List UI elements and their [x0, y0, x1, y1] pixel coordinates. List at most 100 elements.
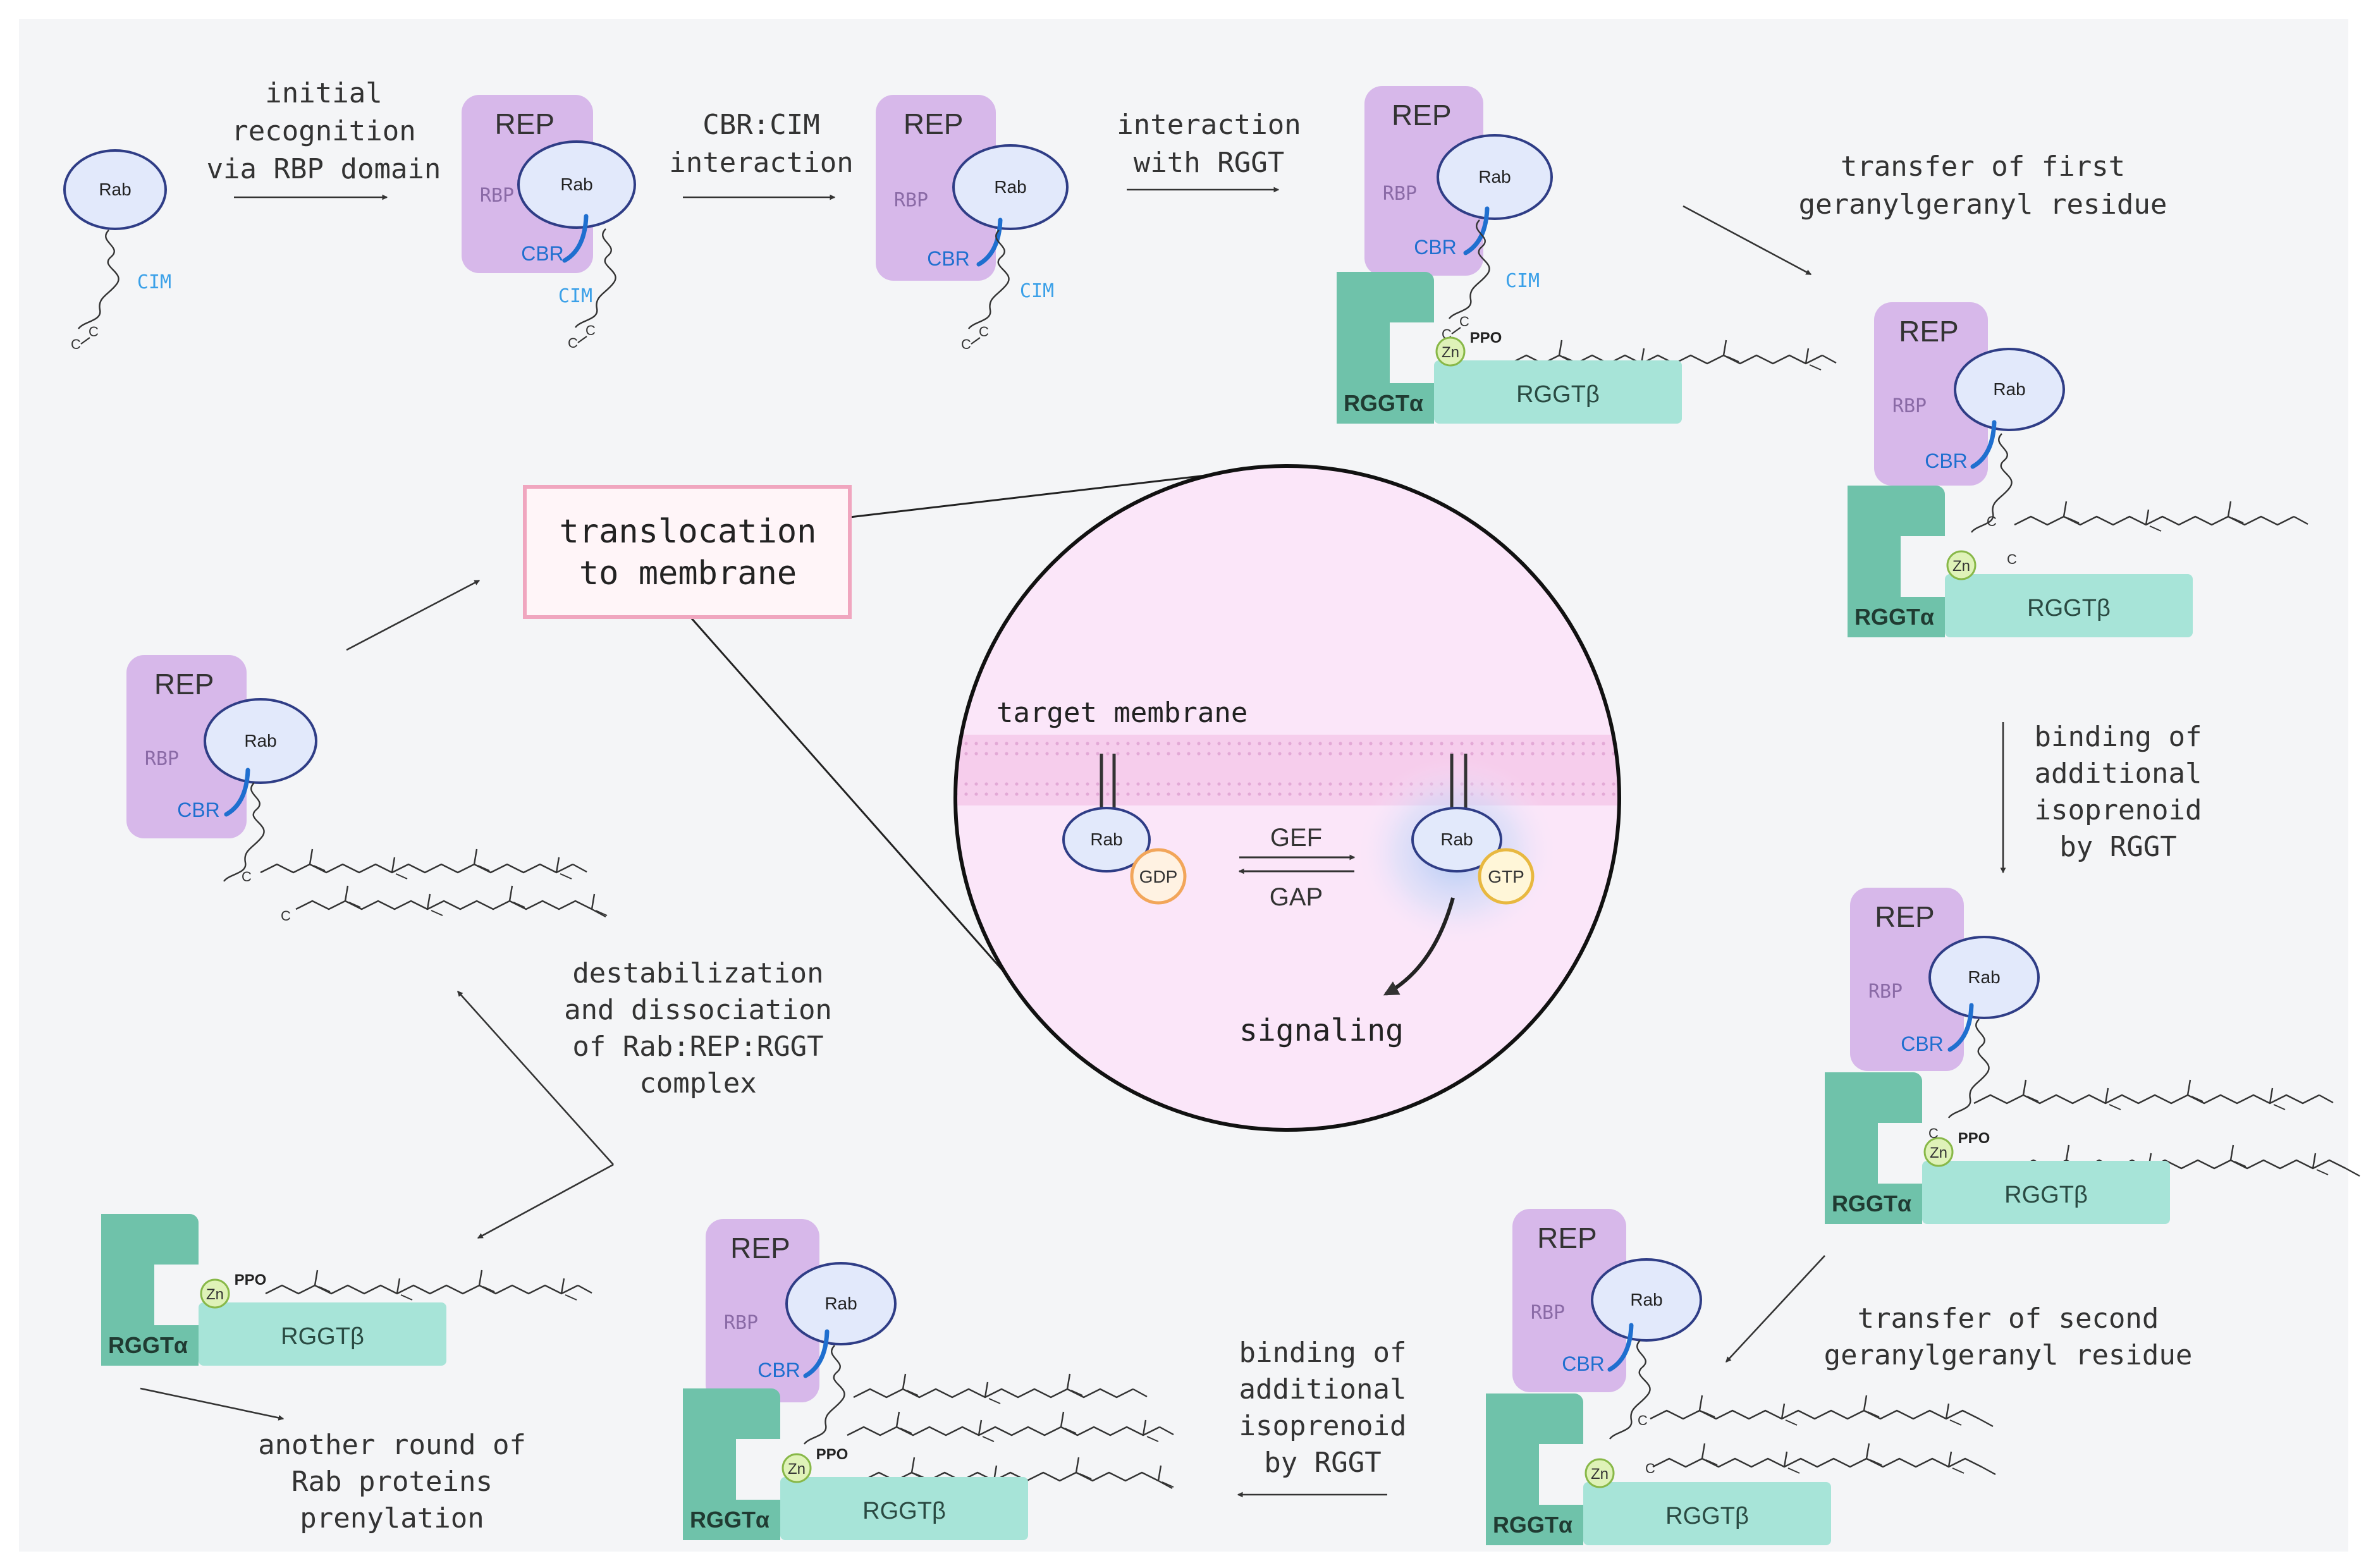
stage10-tail: [223, 782, 265, 882]
rab-protein: [204, 698, 317, 784]
chain-terminal: [591, 908, 606, 918]
stage9-chain: [265, 1270, 592, 1301]
label-transfer-second-line: geranylgeranyl residue: [1824, 1339, 2193, 1371]
rggt-alpha-label: RGGTα: [1854, 604, 1934, 630]
stage7-cbr-label: CBR: [1562, 1352, 1605, 1375]
stage7-c1: C: [1638, 1412, 1648, 1428]
rggt-beta-subunit: [1945, 574, 2193, 637]
rbp-label: RBP: [894, 189, 928, 211]
gtp-label: GTP: [1488, 867, 1524, 886]
chain-double-bond: [1787, 1467, 1800, 1474]
chain-methyl-branch: [2063, 501, 2068, 517]
chain-terminal: [1978, 1418, 1994, 1428]
label-binding-additional-1-line: isoprenoid: [2035, 794, 2202, 826]
membrane-outer-leaflet: [955, 737, 1619, 757]
cbr-domain: [1947, 1003, 1974, 1052]
label-binding-additional-1-line: binding of: [2035, 721, 2202, 753]
cbr-domain: [803, 1329, 830, 1378]
stage1-tail: CC: [71, 230, 120, 352]
rab-tail: [1971, 433, 2013, 533]
label-interaction-with-rggt: interaction with RGGT: [1117, 109, 1301, 179]
label-another-round-line: Rab proteins: [291, 1466, 493, 1498]
chain-double-bond: [1703, 1411, 1715, 1418]
chain-double-bond: [1727, 356, 1739, 362]
chain-methyl-branch: [1075, 1457, 1080, 1473]
signaling-arrow: [1383, 897, 1455, 996]
stage2-tail: CC: [568, 228, 616, 351]
rab-protein: [1411, 807, 1502, 873]
label-initial-recognition-line: via RBP domain: [207, 153, 441, 185]
zinc-ion: [782, 1453, 812, 1483]
zinc-ion: [1946, 550, 1977, 580]
stage3-tail: CC: [961, 230, 1010, 352]
rep-label: REP: [1899, 315, 1959, 348]
rggt-alpha-label: RGGTα: [108, 1332, 188, 1358]
rab-protein: [1928, 936, 2040, 1019]
translocation-box: [523, 485, 852, 619]
rbp-label: RBP: [1383, 183, 1417, 205]
chain-methyl-branch: [2312, 1153, 2317, 1169]
rab-tail: [575, 228, 616, 328]
label-interaction-with-rggt-line: interaction: [1117, 109, 1301, 141]
chain-methyl-branch: [984, 1381, 989, 1398]
rep-label: REP: [1875, 900, 1935, 933]
label-cbr-cim-interaction-line: interaction: [669, 147, 853, 179]
stage1-rab: Rab: [63, 149, 167, 230]
chain-double-bond: [395, 873, 408, 879]
label-transfer-first-line: transfer of first: [1841, 150, 2125, 183]
stage7-c2: C: [1645, 1461, 1655, 1476]
chain-methyl-branch: [978, 1419, 983, 1436]
c-terminus-2: C: [1459, 314, 1469, 329]
stage8-chain-2: [847, 1411, 1174, 1442]
label-destabilization-line: complex: [639, 1067, 756, 1099]
label-binding-additional-2-line: binding of: [1239, 1337, 1407, 1369]
rggt-alpha-subunit: [101, 1214, 199, 1366]
c-terminus-2: C: [585, 322, 596, 338]
rggt-alpha-subunit: [683, 1388, 780, 1540]
stage5-c2: C: [2007, 551, 2017, 567]
chain-methyl-branch: [473, 848, 478, 865]
chain-backbone: [853, 1388, 1134, 1399]
stage7-tail: [1609, 1340, 1651, 1440]
stage8-rab: Rab: [785, 1262, 897, 1345]
chain-double-bond: [1785, 1419, 1798, 1426]
rggt-beta-label: RGGTβ: [2004, 1182, 2088, 1208]
stage4-cbr-label: CBR: [1414, 236, 1457, 259]
chain-methyl-branch: [1066, 1373, 1071, 1390]
signaling-label: signaling: [1239, 1013, 1404, 1048]
stage8-chain-1: [853, 1373, 1148, 1404]
rab-protein: [1954, 348, 2065, 431]
chain-methyl-branch: [2104, 1087, 2109, 1104]
chain-double-bond: [513, 902, 525, 908]
chain-double-bond: [1949, 1419, 1962, 1426]
rab-protein: [63, 149, 167, 230]
label-interaction-with-rggt-line: with RGGT: [1134, 147, 1284, 179]
rab-label: Rab: [560, 175, 592, 194]
translocation-line: to membrane: [579, 554, 797, 592]
rbp-label: RBP: [1868, 981, 1903, 1003]
chain-double-bond: [565, 1294, 577, 1301]
chain-methyl-branch: [1865, 1443, 1870, 1459]
label-transfer-second-line: transfer of second: [1858, 1302, 2159, 1335]
zoom-line-bottom: [689, 616, 1018, 987]
arrow-translocation: [346, 579, 481, 651]
rab-tail: [804, 1345, 845, 1445]
chain-double-bond: [2316, 1169, 2329, 1175]
stage2-cbr-label: CBR: [521, 242, 564, 265]
chain-methyl-branch: [314, 1270, 319, 1286]
rggt-alpha-label: RGGTα: [1493, 1512, 1572, 1538]
rab-tail: [1449, 219, 1490, 319]
chain-methyl-branch: [555, 857, 560, 873]
gtp-nucleotide: [1478, 848, 1535, 905]
zn-label: Zn: [206, 1286, 224, 1303]
rep-label: REP: [154, 668, 214, 701]
chain-methyl-branch: [895, 1411, 900, 1428]
label-destabilization-line: of Rab:REP:RGGT: [572, 1031, 823, 1063]
arrow-step4: [1683, 205, 1812, 276]
chain-double-bond: [900, 1428, 912, 1434]
stage10-rab: Rab: [204, 698, 317, 784]
